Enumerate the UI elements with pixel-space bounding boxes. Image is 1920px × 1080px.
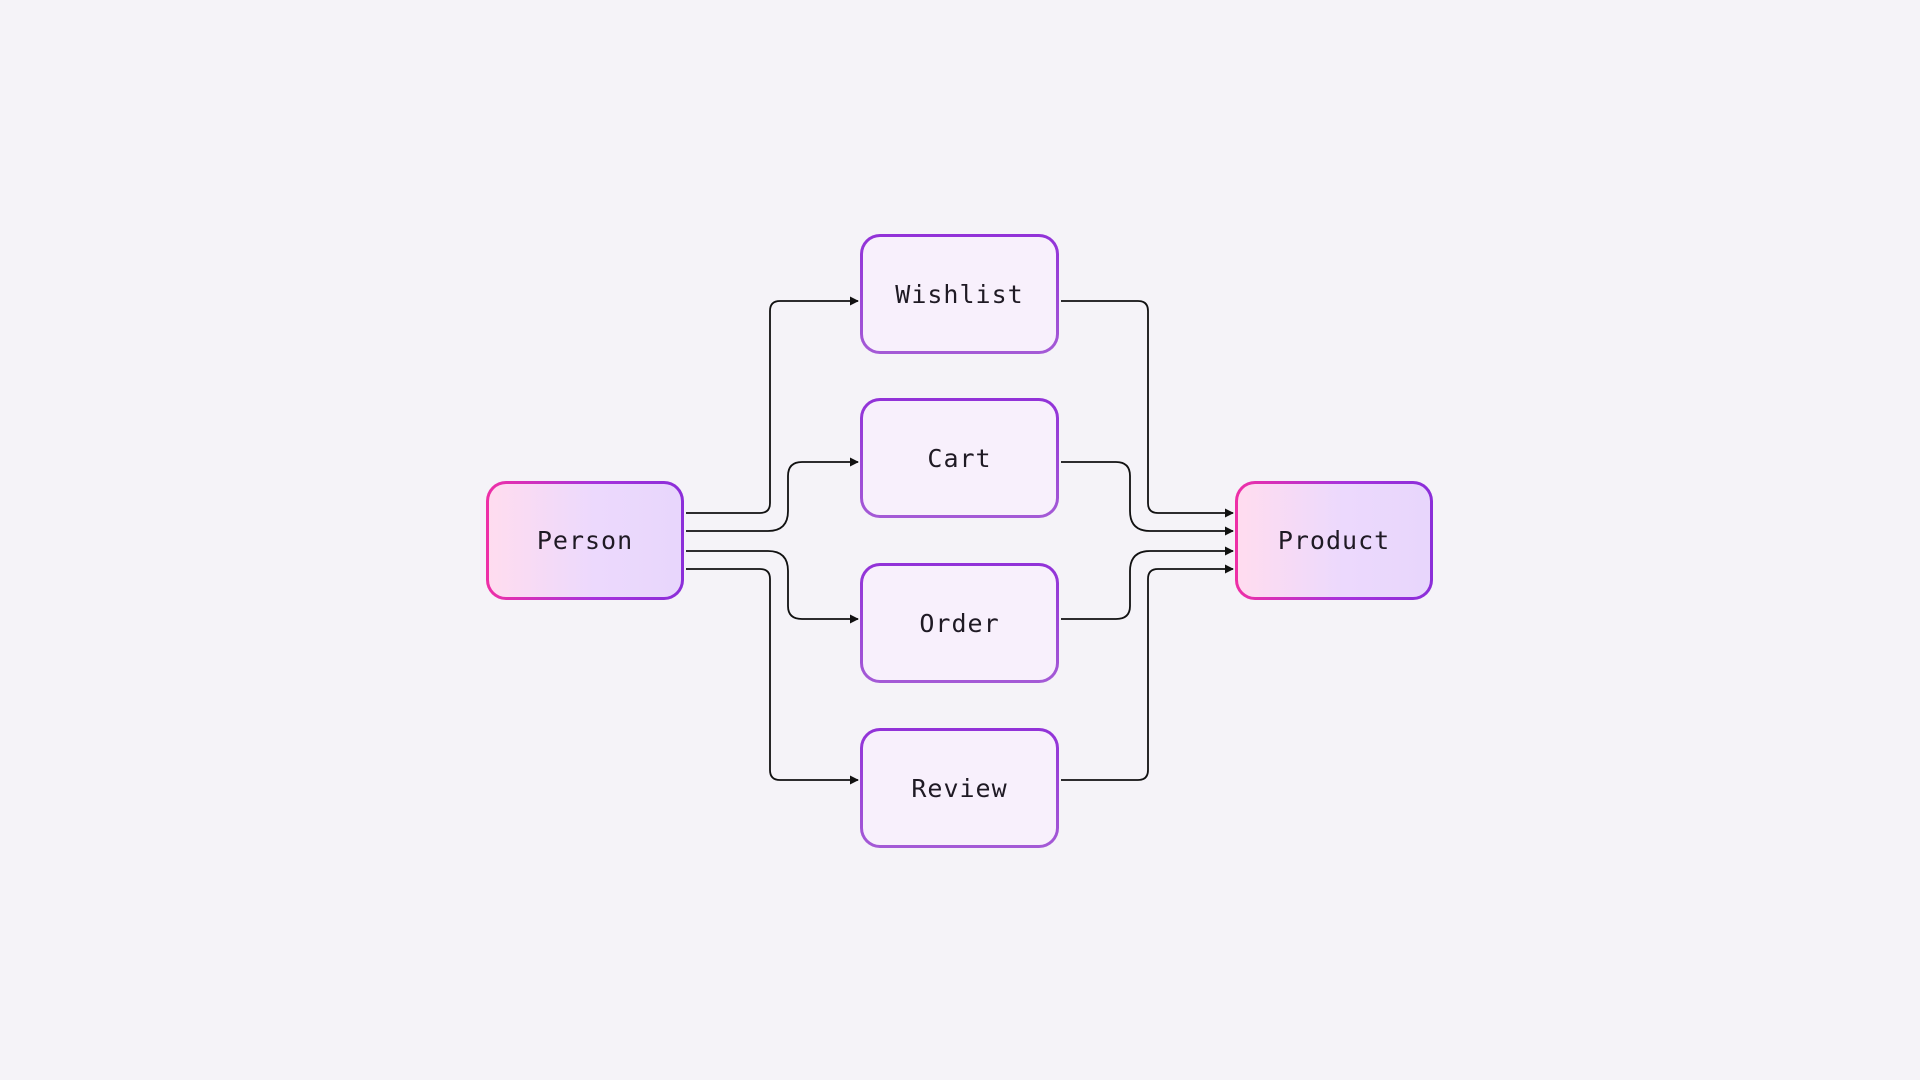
order-node[interactable]: Order xyxy=(860,563,1059,683)
cart-node[interactable]: Cart xyxy=(860,398,1059,518)
edge-review-product xyxy=(1061,564,1234,781)
wishlist-node-label: Wishlist xyxy=(895,279,1024,309)
product-node-label: Product xyxy=(1277,526,1391,555)
person-node-label: Person xyxy=(536,526,634,555)
review-node[interactable]: Review xyxy=(860,728,1059,848)
edge-cart-product xyxy=(1061,461,1234,536)
wishlist-node[interactable]: Wishlist xyxy=(860,234,1059,354)
order-node-label: Order xyxy=(919,608,1000,638)
review-node-label: Review xyxy=(911,773,1008,803)
edge-person-review xyxy=(686,568,859,785)
edge-person-wishlist xyxy=(686,296,859,514)
cart-node-label: Cart xyxy=(927,443,992,473)
edge-order-product xyxy=(1061,546,1234,620)
person-node[interactable]: Person xyxy=(486,481,684,600)
product-node[interactable]: Product xyxy=(1235,481,1433,600)
edge-wishlist-product xyxy=(1061,300,1234,518)
edge-person-order xyxy=(686,550,859,624)
edge-person-cart xyxy=(686,457,859,532)
